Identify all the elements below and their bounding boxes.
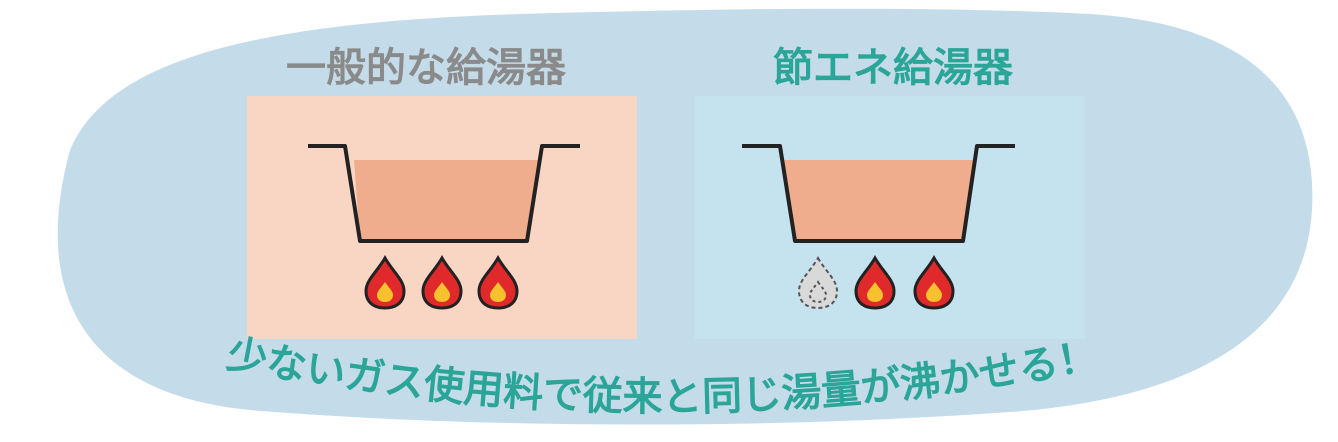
flame-core-icon [926, 282, 942, 302]
pot-water [354, 160, 541, 241]
pot-water [782, 160, 975, 241]
pot-icon [742, 144, 1015, 243]
eco-heater-title: 節エネ給湯器 [773, 45, 1014, 91]
standard-heater-panel [247, 96, 637, 339]
pot-icon [308, 144, 580, 243]
flame-core-icon [434, 282, 450, 302]
burner-row [364, 254, 519, 310]
flame-core-icon [377, 282, 393, 302]
burner-row [797, 254, 955, 310]
eco-heater-panel [695, 96, 1085, 339]
standard-heater-title: 一般的な給湯器 [286, 45, 567, 91]
flame-core-icon [490, 282, 506, 302]
flame-core-icon [867, 282, 883, 302]
flame-core-icon [808, 280, 828, 304]
